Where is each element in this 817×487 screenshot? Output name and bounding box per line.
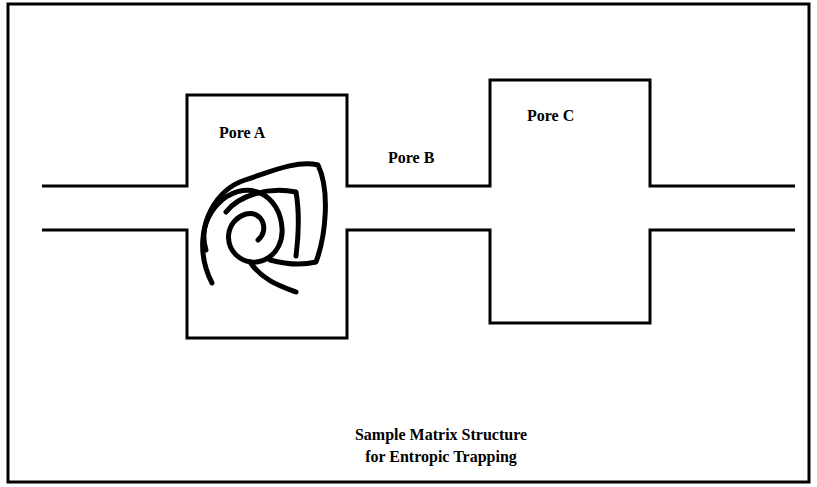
polymer-tail bbox=[250, 262, 296, 292]
outer-frame bbox=[8, 4, 809, 482]
polymer-chain bbox=[203, 164, 326, 292]
pore-label: Pore B bbox=[388, 148, 434, 169]
figure-caption: Sample Matrix Structure for Entropic Tra… bbox=[343, 424, 539, 467]
polymer-strand bbox=[226, 190, 298, 256]
pore-label: Pore C bbox=[527, 106, 574, 127]
pore-label: Pore A bbox=[219, 123, 265, 144]
lower-wall bbox=[42, 230, 795, 338]
polymer-loop bbox=[204, 164, 325, 264]
channel-walls bbox=[42, 80, 795, 338]
upper-wall bbox=[42, 80, 795, 186]
